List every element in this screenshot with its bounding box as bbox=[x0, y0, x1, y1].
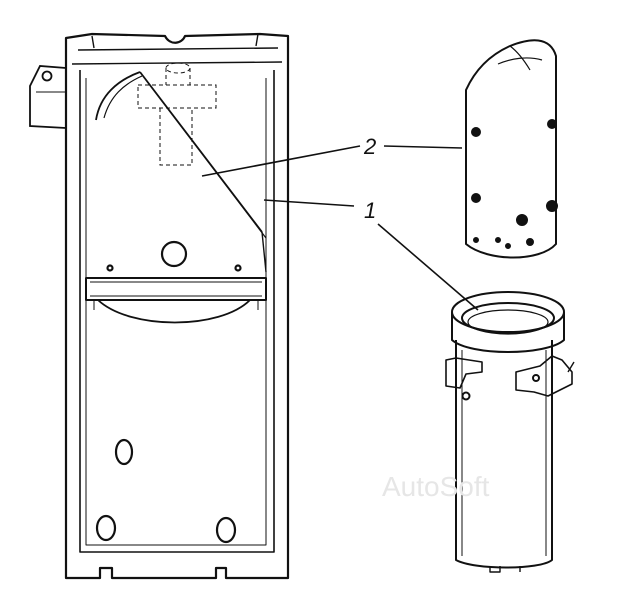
mounting-bracket bbox=[29, 65, 67, 129]
leader-lines bbox=[201, 145, 479, 311]
housing-body bbox=[64, 32, 290, 580]
watermark-text: AutoSoft bbox=[382, 471, 490, 502]
perforated-cover bbox=[465, 39, 558, 259]
callout-label-2: 2 bbox=[363, 134, 376, 159]
callout-label-1: 1 bbox=[364, 198, 376, 223]
hidden-element-dashed bbox=[137, 62, 217, 166]
filter-cylinder bbox=[445, 291, 575, 573]
